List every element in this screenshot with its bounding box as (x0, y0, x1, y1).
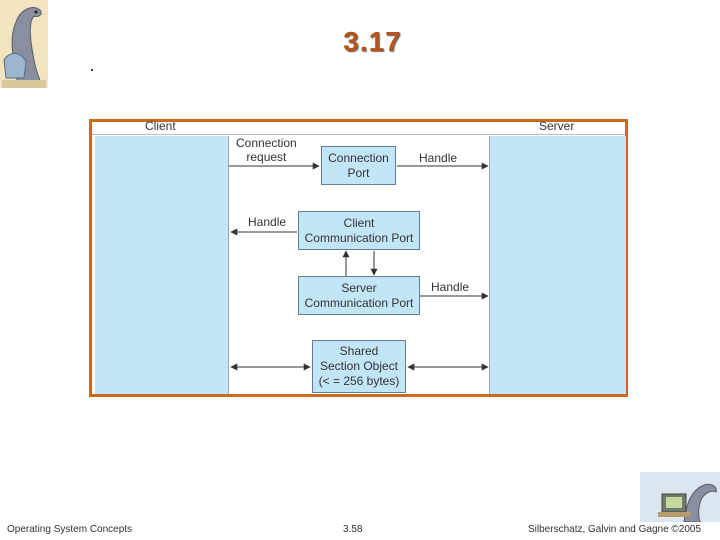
handle-left-label: Handle (248, 215, 287, 229)
footer-copyright: Silberschatz, Galvin and Gagne ©2005 (528, 524, 702, 535)
server-panel (489, 136, 626, 394)
connection-port-box: Connection Port (321, 146, 396, 185)
server-communication-port-box: Server Communication Port (298, 276, 420, 315)
handle-right-label: Handle (431, 280, 470, 294)
client-label: Client (145, 119, 176, 133)
footer-page-number: 3.58 (343, 524, 363, 535)
diagram-frame: Client Server Connection request Handle … (89, 119, 628, 397)
server-label: Server (539, 119, 575, 133)
stray-dot (91, 69, 93, 71)
header-separator (92, 134, 625, 135)
footer-course: Operating System Concepts (7, 524, 133, 535)
dinosaur-logo-icon (0, 0, 48, 88)
handle-top-label: Handle (419, 151, 458, 165)
dinosaur-computer-logo-icon (640, 472, 720, 523)
connection-request-label: Connection request (236, 136, 297, 164)
slide-title: 3.17 (343, 26, 402, 57)
client-communication-port-box: Client Communication Port (298, 211, 420, 250)
client-panel (95, 136, 229, 394)
shared-section-object-box: Shared Section Object (< = 256 bytes) (312, 340, 406, 393)
arrows-layer (229, 162, 489, 371)
